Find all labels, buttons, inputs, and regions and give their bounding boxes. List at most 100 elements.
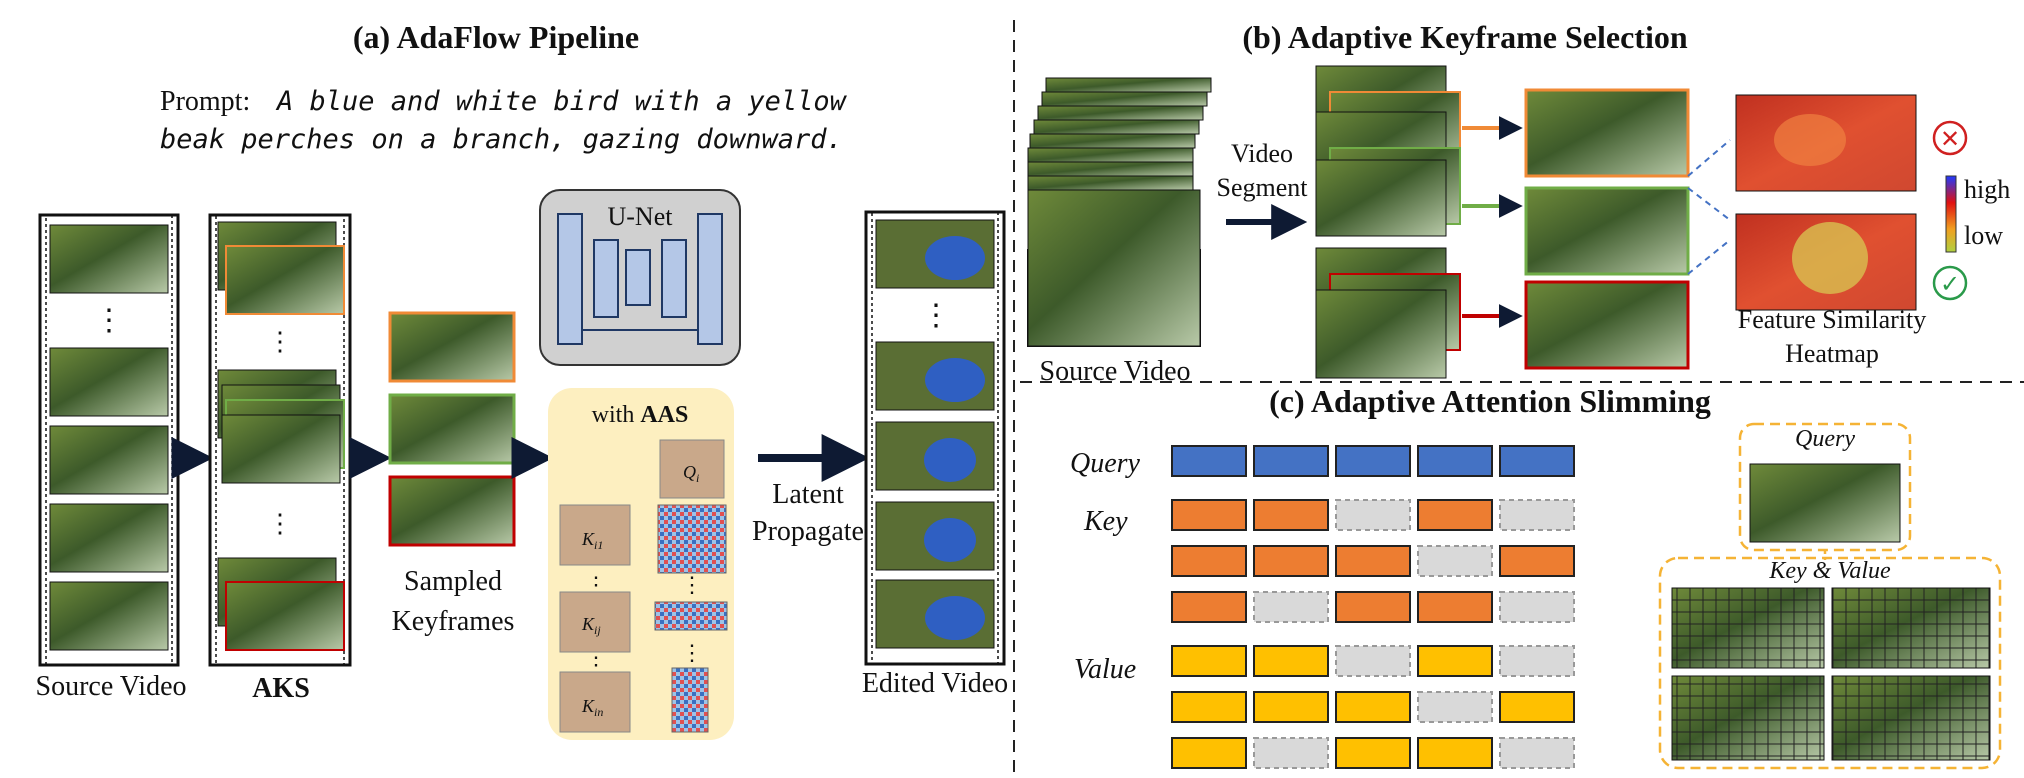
segments bbox=[1315, 65, 1461, 379]
key-row-0-token-1 bbox=[1253, 499, 1329, 531]
prompt-line-2: beak perches on a branch, gazing downwar… bbox=[160, 124, 843, 155]
connector-line bbox=[1687, 187, 1731, 221]
value-row-0-token-2 bbox=[1335, 645, 1411, 677]
source-frame-1 bbox=[49, 224, 169, 294]
key-row-1-token-1 bbox=[1253, 545, 1329, 577]
kn-label: Kin bbox=[581, 696, 603, 719]
ellipsis: ⋮ bbox=[267, 509, 293, 538]
sampled-label-2: Keyframes bbox=[392, 606, 515, 637]
aas-block: with AAS Qi Ki1 ⋮ ⋮ Kij ⋮ ⋮ Kin bbox=[548, 388, 734, 740]
key-row-2-token-0 bbox=[1171, 591, 1247, 623]
value-row-0-token-1 bbox=[1253, 645, 1329, 677]
connector-line bbox=[1687, 239, 1731, 275]
sampled-keyframes bbox=[388, 311, 516, 547]
query-token-0 bbox=[1171, 445, 1247, 477]
edited-video-label: Edited Video bbox=[862, 668, 1008, 699]
svg-text:✕: ✕ bbox=[1940, 127, 1960, 153]
source-frame-5 bbox=[49, 581, 169, 651]
key-row-0-token-3 bbox=[1417, 499, 1493, 531]
value-row-2-token-2 bbox=[1335, 737, 1411, 769]
video-segment-label-2: Segment bbox=[1217, 173, 1309, 202]
svg-text:✓: ✓ bbox=[1940, 272, 1960, 298]
latent-label-2: Propagate bbox=[752, 516, 864, 547]
source-video-filmstrip: ⋮ bbox=[38, 213, 180, 667]
latent-label-1: Latent bbox=[772, 479, 844, 510]
key-row-1-token-3 bbox=[1417, 545, 1493, 577]
value-row-1-token-1 bbox=[1253, 691, 1329, 723]
token-grid bbox=[1171, 445, 1575, 769]
value-row-0-token-3 bbox=[1417, 645, 1493, 677]
key-row-0-token-4 bbox=[1499, 499, 1575, 531]
source-video-stack bbox=[1027, 77, 1212, 347]
key-row-0-token-2 bbox=[1335, 499, 1411, 531]
value-label: Value bbox=[1074, 654, 1136, 685]
heatmaps bbox=[1735, 94, 1917, 311]
aks-filmstrip: ⋮ ⋮ bbox=[208, 213, 352, 667]
right-query-label: Query bbox=[1795, 426, 1855, 452]
heatmap-label-1: Feature Similarity bbox=[1738, 305, 1926, 334]
query-token-2 bbox=[1335, 445, 1411, 477]
prompt-label: Prompt: bbox=[160, 86, 250, 117]
value-row-1-token-2 bbox=[1335, 691, 1411, 723]
accept-icon: ✓ bbox=[1932, 265, 1968, 301]
ellipsis: ⋮ bbox=[585, 572, 607, 597]
aks-label: AKS bbox=[252, 673, 310, 704]
similarity-legend bbox=[1945, 175, 1957, 253]
ellipsis: ⋮ bbox=[94, 304, 124, 337]
ellipsis: ⋮ bbox=[681, 572, 703, 597]
q-label: Qi bbox=[683, 462, 699, 485]
source-frame-2 bbox=[49, 347, 169, 417]
connector-line bbox=[1687, 139, 1731, 177]
reject-icon: ✕ bbox=[1932, 120, 1968, 156]
key-row-2-token-4 bbox=[1499, 591, 1575, 623]
query-token-4 bbox=[1499, 445, 1575, 477]
aas-label: with AAS bbox=[592, 402, 689, 428]
key-row-1-token-0 bbox=[1171, 545, 1247, 577]
value-row-2-token-0 bbox=[1171, 737, 1247, 769]
ellipsis: ⋮ bbox=[267, 327, 293, 356]
right-query-box: Query bbox=[1738, 422, 1912, 552]
key-row-1-token-2 bbox=[1335, 545, 1411, 577]
value-row-2-token-1 bbox=[1253, 737, 1329, 769]
value-row-1-token-0 bbox=[1171, 691, 1247, 723]
value-row-0-token-0 bbox=[1171, 645, 1247, 677]
key-row-1-token-4 bbox=[1499, 545, 1575, 577]
query-token-3 bbox=[1417, 445, 1493, 477]
key-row-0-token-0 bbox=[1171, 499, 1247, 531]
right-kv-label: Key & Value bbox=[1768, 558, 1891, 584]
key-row-2-token-1 bbox=[1253, 591, 1329, 623]
query-token-1 bbox=[1253, 445, 1329, 477]
panel-b-title: (b) Adaptive Keyframe Selection bbox=[1242, 19, 1687, 55]
edited-video-filmstrip: ⋮ bbox=[864, 210, 1006, 666]
kj-label: Kij bbox=[581, 614, 601, 637]
selected-keyframes-b bbox=[1524, 88, 1690, 370]
source-video-label-b: Source Video bbox=[1040, 356, 1191, 387]
source-video-label: Source Video bbox=[36, 671, 187, 702]
value-row-0-token-4 bbox=[1499, 645, 1575, 677]
panel-a-title: (a) AdaFlow Pipeline bbox=[353, 19, 639, 55]
ellipsis: ⋮ bbox=[921, 299, 951, 332]
sampled-label-1: Sampled bbox=[404, 566, 502, 597]
source-frame-3 bbox=[49, 425, 169, 495]
value-row-2-token-4 bbox=[1499, 737, 1575, 769]
unet-label: U-Net bbox=[608, 202, 674, 231]
key-label: Key bbox=[1083, 506, 1128, 537]
heatmap-label-2: Heatmap bbox=[1785, 339, 1879, 368]
key-row-2-token-3 bbox=[1417, 591, 1493, 623]
video-segment-label-1: Video bbox=[1231, 139, 1293, 168]
value-row-2-token-3 bbox=[1417, 737, 1493, 769]
legend-low: low bbox=[1964, 221, 2003, 250]
key-row-2-token-2 bbox=[1335, 591, 1411, 623]
value-row-1-token-3 bbox=[1417, 691, 1493, 723]
ellipsis: ⋮ bbox=[585, 652, 607, 677]
k1-label: Ki1 bbox=[581, 529, 603, 552]
source-frame-4 bbox=[49, 503, 169, 573]
right-kv-box: Key & Value bbox=[1658, 556, 2002, 770]
value-row-1-token-4 bbox=[1499, 691, 1575, 723]
ellipsis: ⋮ bbox=[681, 640, 703, 665]
prompt-line-1: A blue and white bird with a yellow bbox=[275, 86, 848, 117]
legend-high: high bbox=[1964, 175, 2010, 204]
unet-block: U-Net bbox=[539, 189, 741, 366]
